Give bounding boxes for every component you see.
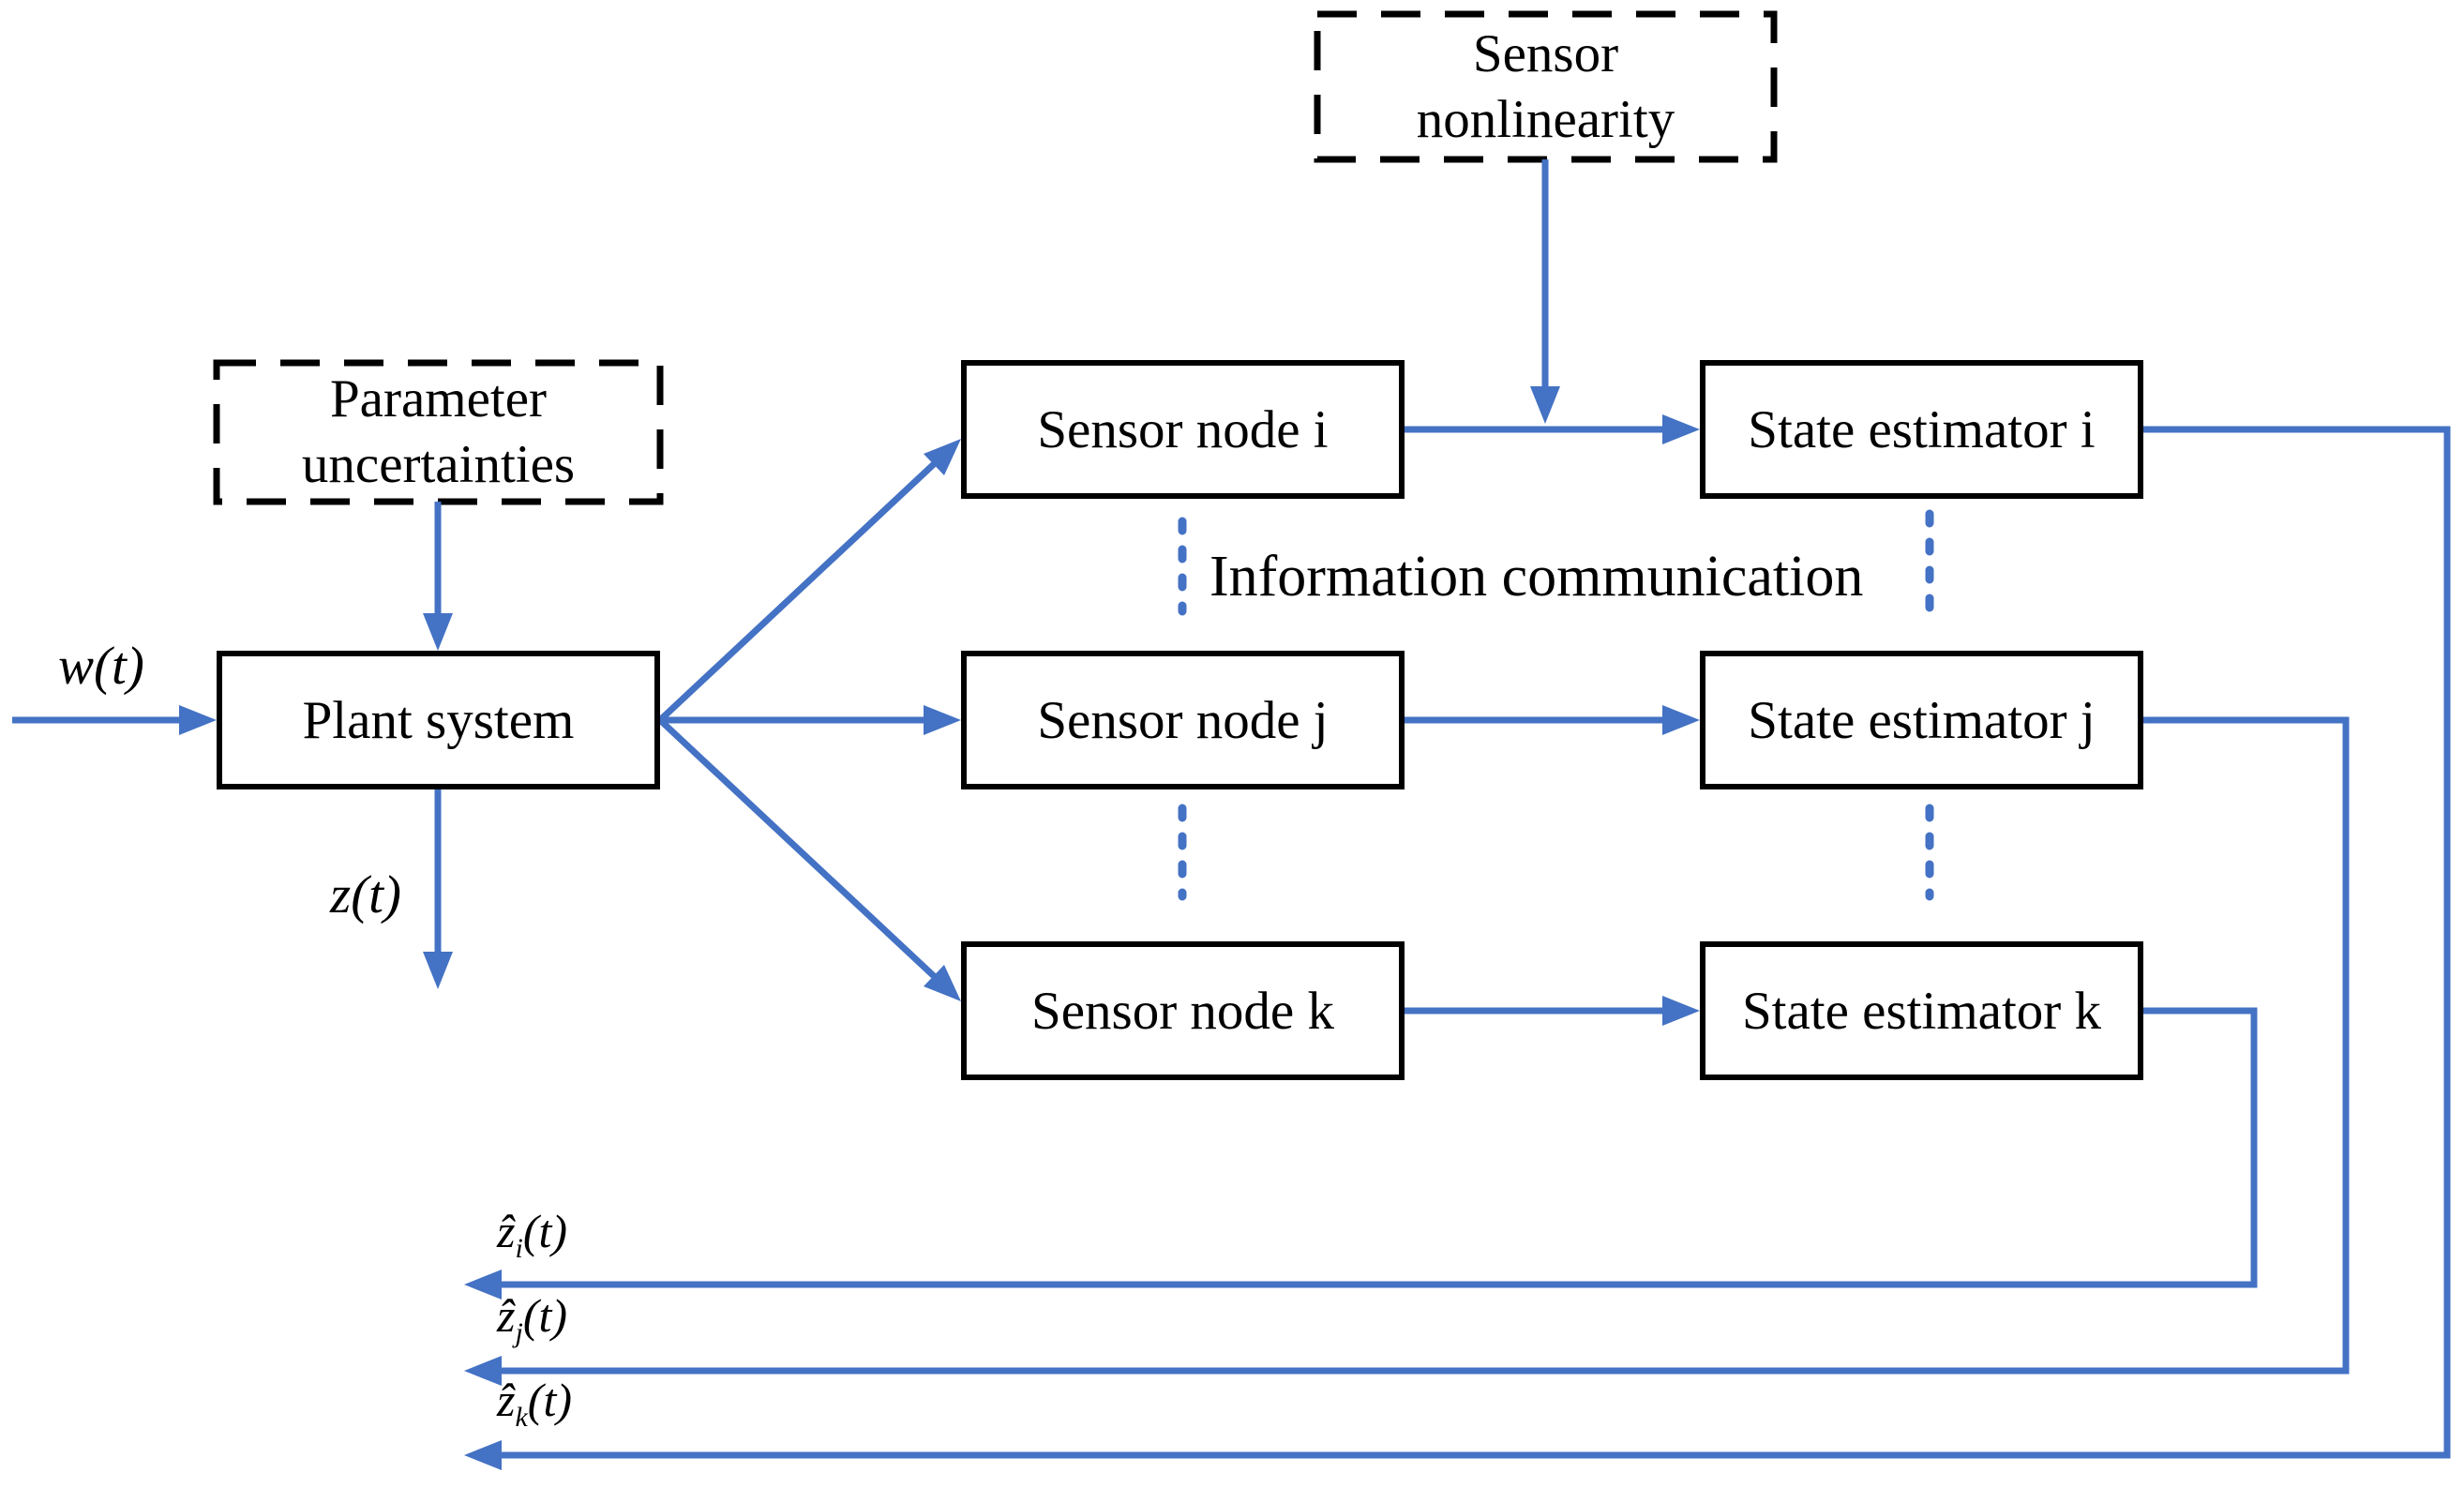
arrowhead-sensor-nonlinearity bbox=[1530, 386, 1560, 424]
sensor-nonlinearity-label-line1: Sensor bbox=[1472, 23, 1619, 83]
plant-system-label: Plant system bbox=[302, 690, 575, 750]
parameter-uncertainties-label-line2: uncertainties bbox=[301, 435, 576, 494]
plant-system-box: Plant system bbox=[217, 651, 660, 789]
parameter-uncertainties-box: Parameter uncertainties bbox=[217, 363, 660, 502]
state-estimator-j-box: State estimator j bbox=[1700, 651, 2143, 789]
sensor-node-k-label: Sensor node k bbox=[1031, 981, 1334, 1041]
arrowhead-feedback-bottom bbox=[464, 1440, 502, 1470]
state-estimator-i-label: State estimator i bbox=[1748, 399, 2096, 459]
signal-z-base: z bbox=[330, 865, 352, 924]
arrowhead-feedback-middle bbox=[464, 1356, 502, 1386]
signal-w-arg: (t) bbox=[94, 637, 144, 696]
arrow-plant-to-sensor-i-line bbox=[657, 461, 937, 723]
sensor-node-j-box: Sensor node j bbox=[961, 651, 1405, 789]
arrowhead-sensor-j-to-estimator-j bbox=[1662, 705, 1700, 735]
sensor-nonlinearity-box: Sensor nonlinearity bbox=[1317, 14, 1774, 159]
feedback-estimator-k-line bbox=[499, 1007, 2258, 1288]
sensor-nonlinearity-label-line2: nonlinearity bbox=[1416, 89, 1675, 149]
arrowhead-feedback-top bbox=[464, 1270, 502, 1300]
z-hat-k-arg: (t) bbox=[527, 1374, 572, 1426]
arrowhead-parameter-uncertainties bbox=[423, 613, 453, 651]
arrow-plant-to-sensor-k-line bbox=[657, 717, 937, 979]
z-hat-i-sub: i bbox=[515, 1233, 523, 1264]
arrowhead-z-output bbox=[423, 952, 453, 989]
sensor-node-j-label: Sensor node j bbox=[1037, 690, 1329, 750]
state-estimator-j-label: State estimator j bbox=[1748, 690, 2096, 750]
sensor-node-k-box: Sensor node k bbox=[961, 941, 1405, 1080]
feedback-estimator-i-line bbox=[499, 426, 2451, 1459]
state-estimator-i-box: State estimator i bbox=[1700, 360, 2143, 499]
state-estimator-k-label: State estimator k bbox=[1741, 981, 2102, 1041]
z-hat-j-base: ẑ bbox=[497, 1289, 516, 1342]
arrowhead-plant-to-sensor-k bbox=[924, 965, 961, 1001]
arrowhead-sensor-k-to-estimator-k bbox=[1662, 996, 1700, 1026]
parameter-uncertainties-label-line1: Parameter bbox=[329, 369, 548, 429]
signal-z-hat-i-label: ẑi(t) bbox=[497, 1204, 568, 1263]
z-hat-i-arg: (t) bbox=[522, 1205, 568, 1257]
z-hat-k-sub: k bbox=[515, 1402, 528, 1433]
arrowhead-plant-to-sensor-i bbox=[924, 439, 961, 475]
signal-z-hat-j-label: ẑj(t) bbox=[497, 1288, 568, 1347]
z-hat-j-arg: (t) bbox=[522, 1289, 568, 1342]
signal-z-hat-k-label: ẑk(t) bbox=[497, 1373, 572, 1432]
feedback-estimator-j-line bbox=[499, 716, 2350, 1375]
arrowhead-sensor-i-to-estimator-i bbox=[1662, 414, 1700, 444]
z-hat-k-base: ẑ bbox=[497, 1374, 516, 1426]
signal-z-label: z(t) bbox=[330, 864, 401, 925]
information-communication-label: Information communication bbox=[1209, 544, 1863, 610]
signal-w-base: w bbox=[58, 637, 95, 696]
z-hat-j-sub: j bbox=[515, 1317, 523, 1348]
information-communication-text: Information communication bbox=[1209, 545, 1864, 609]
sensor-node-i-label: Sensor node i bbox=[1037, 399, 1329, 459]
state-estimator-k-box: State estimator k bbox=[1700, 941, 2143, 1080]
signal-w-label: w(t) bbox=[58, 636, 144, 697]
arrowhead-w-input bbox=[179, 705, 217, 735]
arrowhead-plant-to-sensor-j bbox=[924, 705, 961, 735]
signal-z-arg: (t) bbox=[351, 865, 401, 924]
sensor-node-i-box: Sensor node i bbox=[961, 360, 1405, 499]
z-hat-i-base: ẑ bbox=[497, 1205, 516, 1257]
